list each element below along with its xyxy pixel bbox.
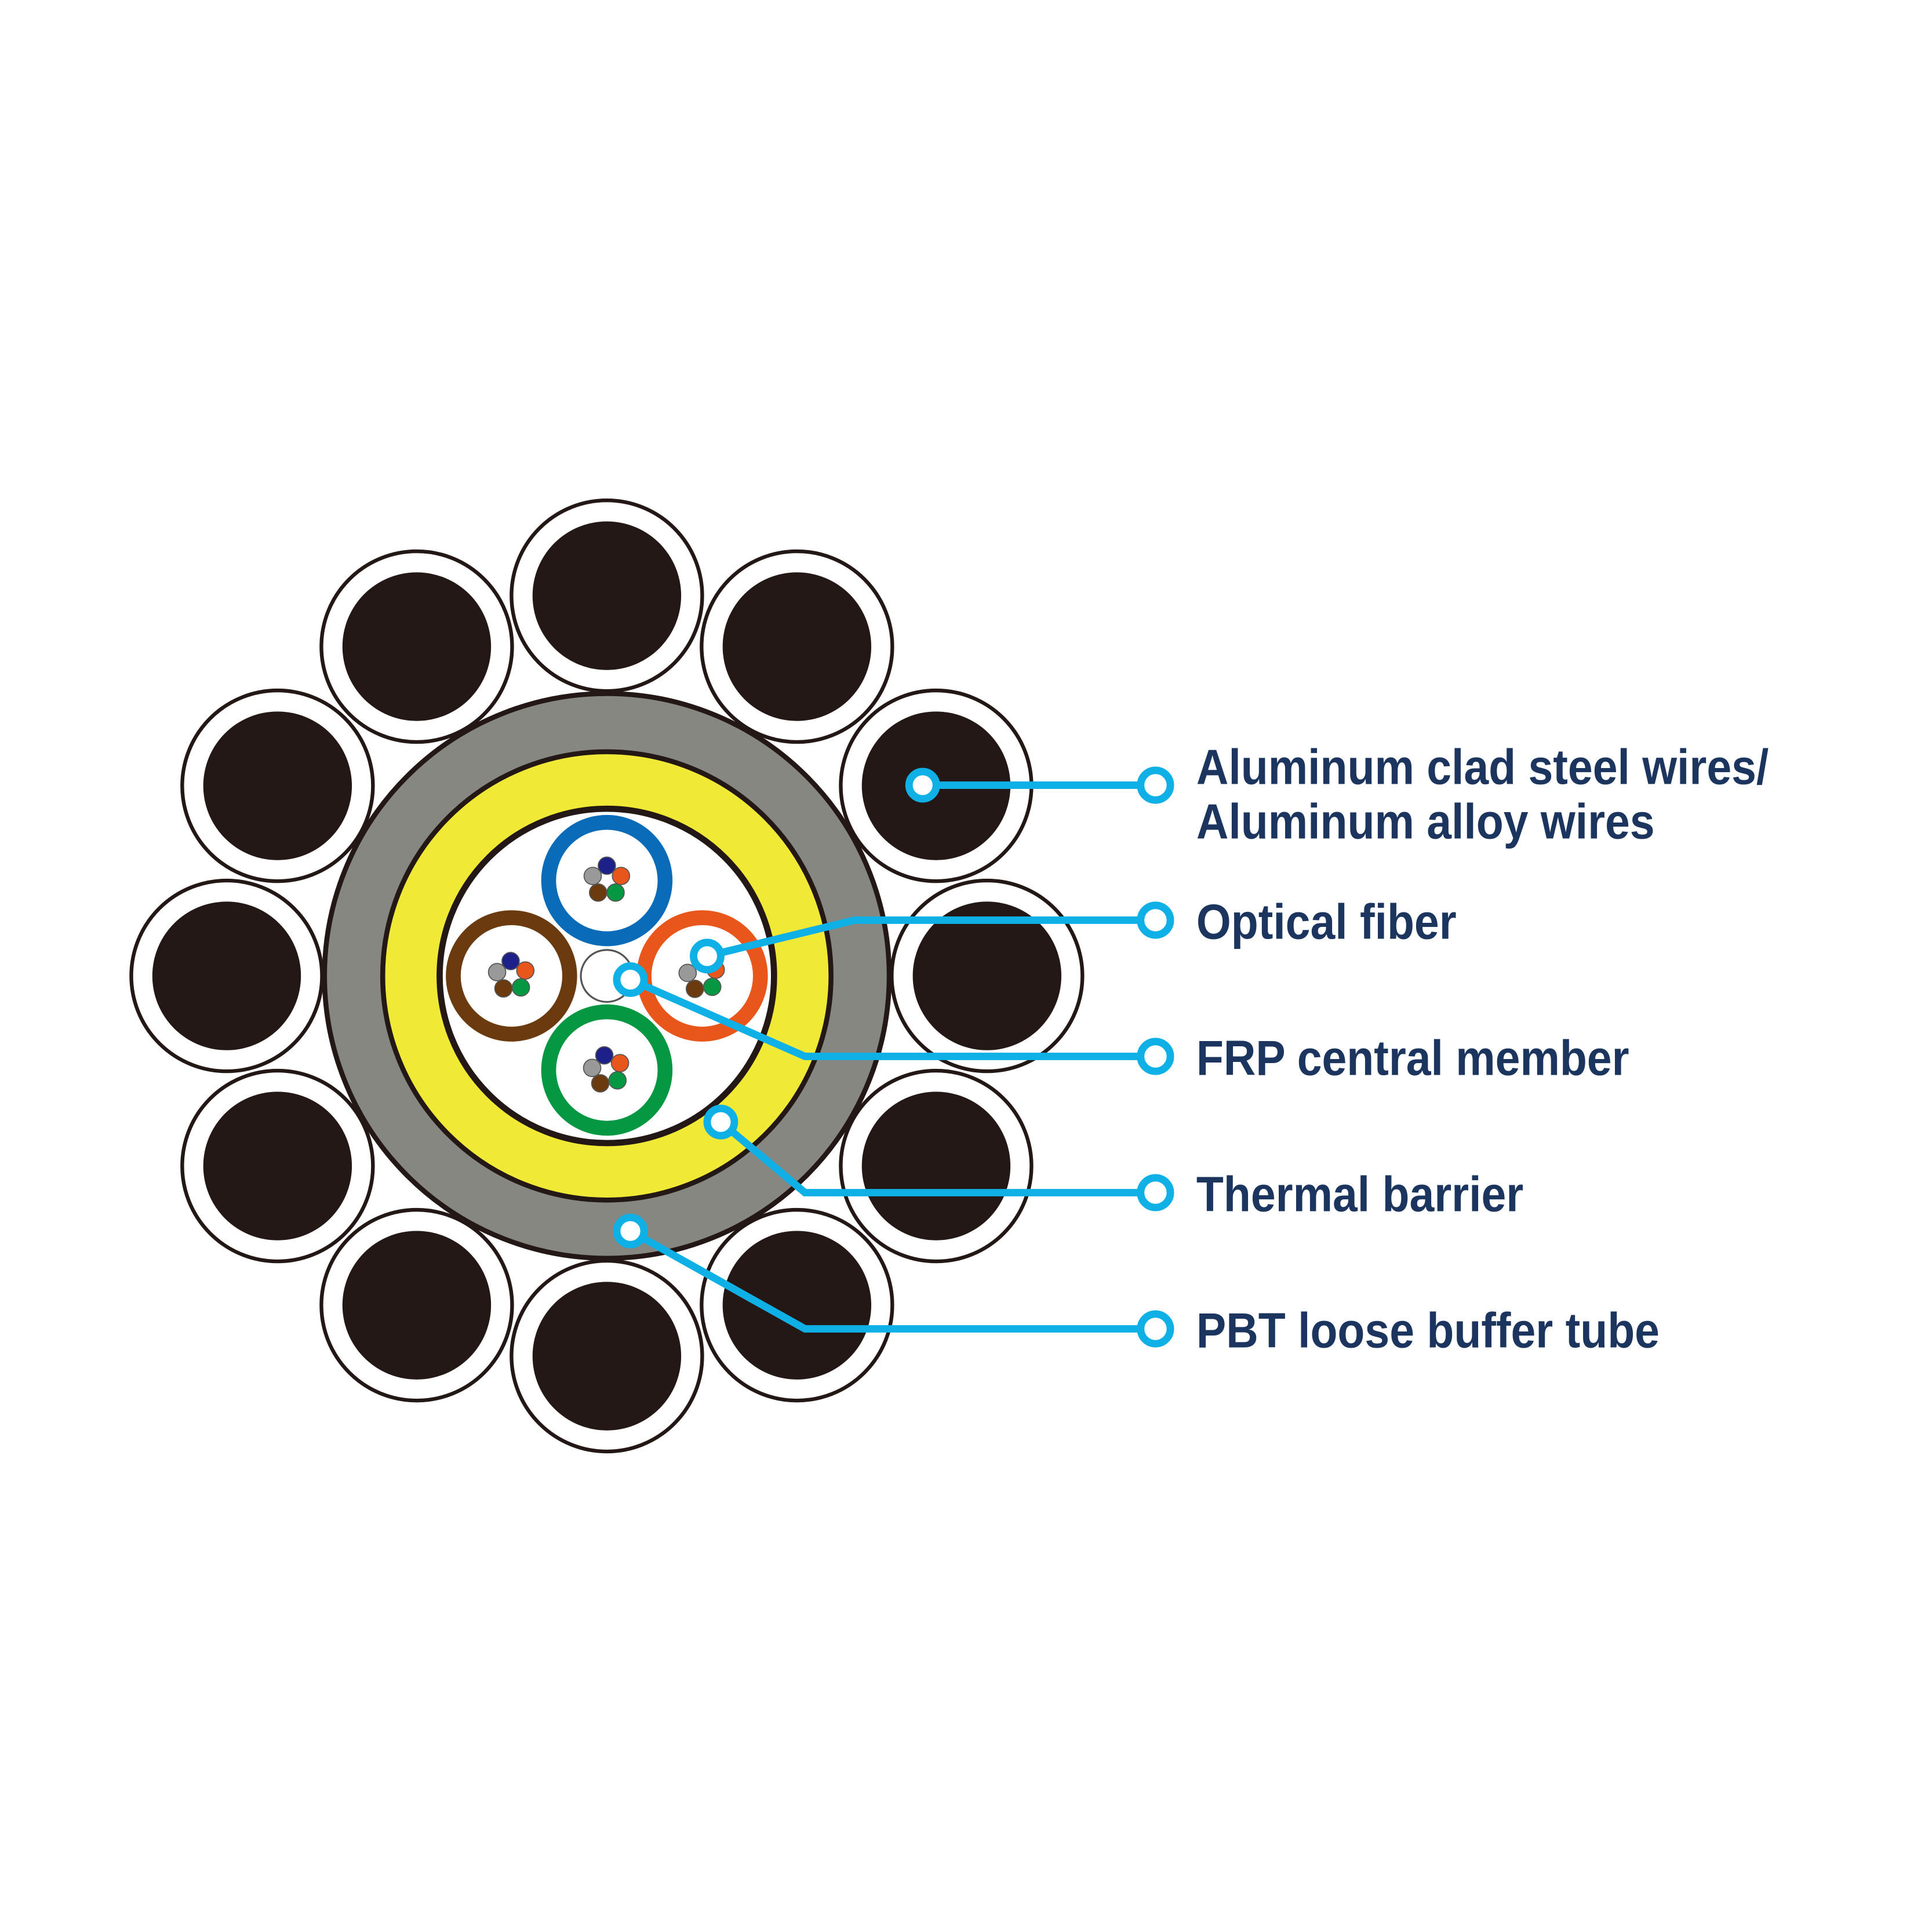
label-wires-line2: Aluminum alloy wires	[1196, 794, 1655, 850]
optical-fiber	[591, 1074, 610, 1093]
wire-core	[912, 901, 1062, 1050]
callout-dot	[613, 1213, 648, 1249]
callout-line-optical-fiber	[706, 916, 1156, 960]
wire-core	[861, 1091, 1011, 1240]
callout-line-frp	[628, 976, 1156, 1060]
buffer-tube	[636, 910, 768, 1042]
wire-core	[722, 572, 872, 721]
optical-fiber	[606, 883, 625, 902]
optical-fiber	[589, 883, 607, 902]
optical-fiber	[595, 1046, 614, 1065]
wire-core	[203, 1091, 352, 1240]
wire-core	[722, 1231, 872, 1380]
callout-end-dot	[1137, 901, 1174, 939]
callout-dot	[703, 1104, 738, 1140]
wire-core	[532, 1282, 682, 1431]
optical-fiber	[678, 963, 697, 983]
optical-fiber	[612, 867, 631, 885]
wire-core	[152, 901, 301, 1050]
optical-fiber	[610, 1054, 630, 1072]
callout-dot	[905, 767, 940, 803]
buffer-tube	[541, 814, 673, 947]
optical-fiber	[516, 961, 535, 980]
label-wires-line1: Aluminum clad steel wires/	[1196, 740, 1769, 795]
label-frp-central-member: FRP central member	[1196, 1031, 1629, 1086]
wire-core	[532, 521, 682, 670]
callout-end-dot	[1137, 1174, 1174, 1211]
optical-fiber	[583, 1058, 602, 1078]
optical-fiber	[583, 867, 602, 885]
callout-dot	[613, 962, 648, 997]
wire-core	[203, 711, 352, 860]
callout-line-thermal	[718, 1119, 1156, 1196]
optical-fiber	[501, 952, 520, 970]
optical-fiber	[511, 978, 530, 997]
label-thermal-barrier: Thermal barrier	[1196, 1167, 1523, 1222]
callout-end-dot	[1137, 766, 1174, 804]
optical-fiber	[608, 1071, 627, 1090]
callout-end-dot	[1137, 1310, 1174, 1348]
optical-fiber	[703, 977, 722, 996]
buffer-tube	[446, 910, 577, 1042]
wire-core	[342, 572, 492, 721]
optical-fiber	[494, 979, 513, 998]
optical-fiber	[685, 980, 704, 998]
wire-core	[342, 1231, 492, 1380]
buffer-tube	[541, 1004, 673, 1136]
label-pbt-loose-buffer-tube: PBT loose buffer tube	[1196, 1303, 1660, 1359]
callout-dot	[690, 938, 725, 974]
callout-end-dot	[1137, 1038, 1174, 1075]
callouts	[613, 766, 1174, 1348]
optical-fiber	[598, 856, 616, 875]
label-optical-fiber: Optical fiber	[1196, 894, 1457, 950]
optical-fiber	[487, 963, 507, 981]
callout-line-pbt	[628, 1228, 1156, 1333]
